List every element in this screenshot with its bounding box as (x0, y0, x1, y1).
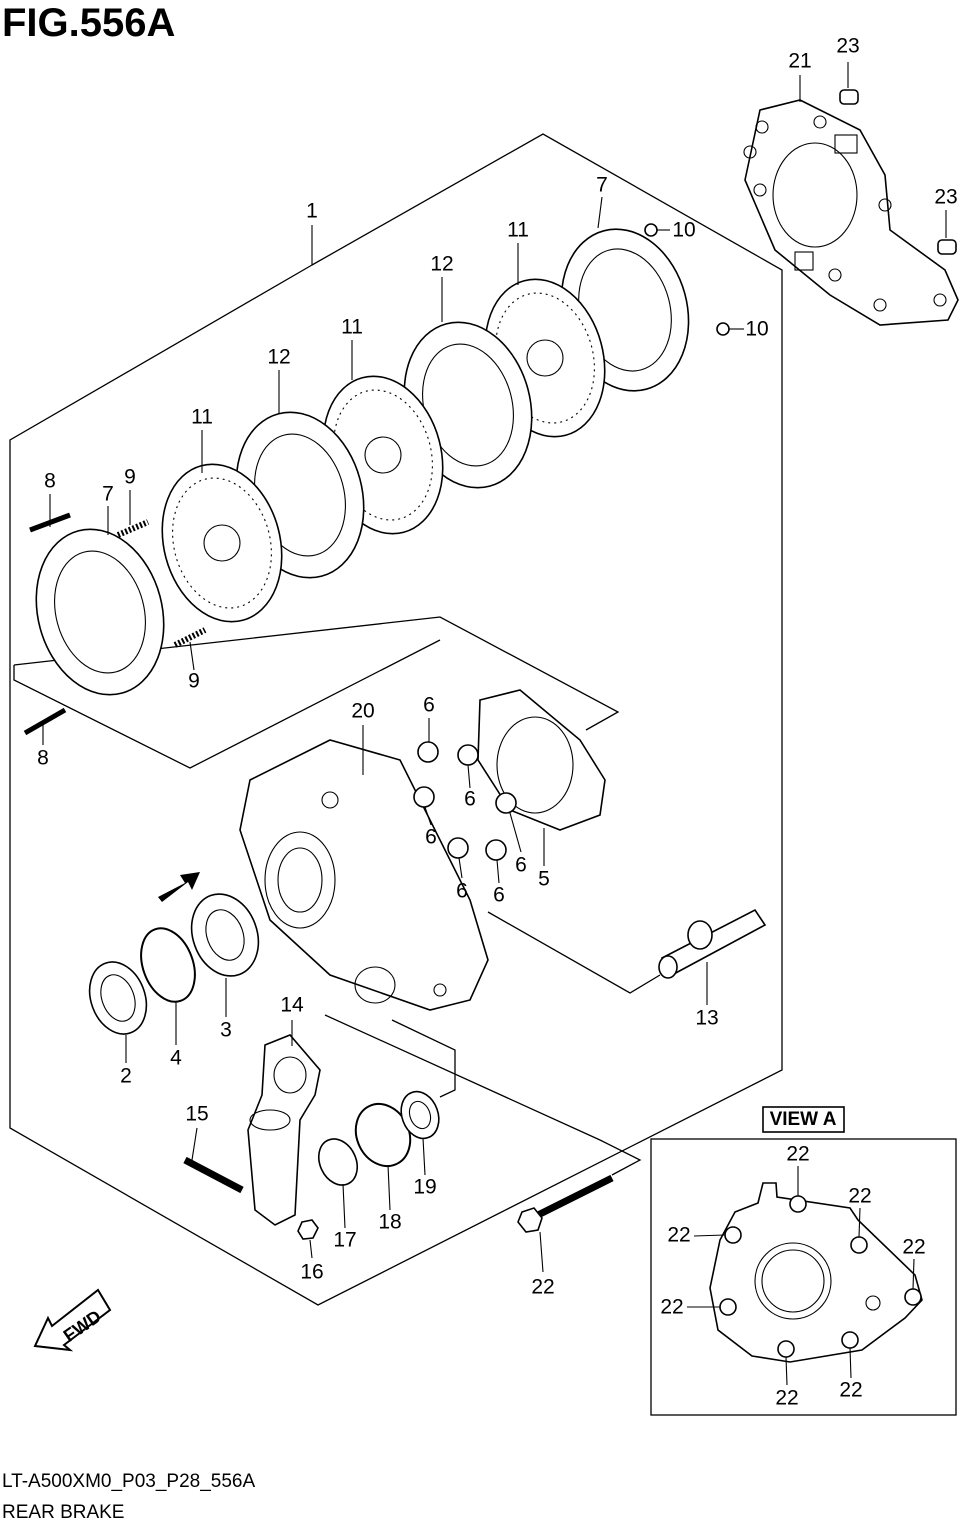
washer-10a (644, 223, 658, 237)
lower-outline-a (324, 1014, 642, 1176)
assembly-direction-arrow (158, 872, 200, 902)
callout-10-top: 10 (672, 219, 695, 242)
friction-disc-11-left (161, 463, 283, 623)
cover-bolt-3 (724, 1226, 742, 1244)
callout-11-middle: 11 (341, 316, 363, 339)
cam-plate-17 (317, 1138, 359, 1186)
view-a-frame (650, 1138, 957, 1416)
view-callout-22-g: 22 (839, 1379, 862, 1402)
cover-bore (754, 1242, 832, 1320)
callout-6a: 6 (423, 694, 435, 717)
spring-9-bottom (173, 627, 207, 648)
cover-bolt-2 (850, 1236, 868, 1254)
cover-bolt-4 (904, 1288, 922, 1306)
sub-assembly-outline-lower (13, 639, 441, 769)
piston-6d (495, 792, 517, 814)
callout-16: 16 (300, 1261, 323, 1284)
callout-14: 14 (280, 994, 304, 1017)
callout-8-bottom: 8 (37, 747, 49, 770)
callout-12-right: 12 (430, 253, 453, 276)
callout-10-bottom: 10 (745, 318, 768, 341)
callout-13: 13 (695, 1007, 718, 1030)
callout-6e: 6 (456, 880, 468, 903)
view-a-inset: VIEW A 22 22 22 22 22 22 22 (650, 1106, 957, 1416)
callout-1: 1 (306, 200, 318, 223)
brake-plate-7-left (35, 528, 165, 696)
piston-6f (485, 839, 507, 861)
piston-6e (447, 837, 469, 859)
view-a-tag (762, 1106, 845, 1133)
bolt-15 (183, 1156, 244, 1194)
view-a-label: VIEW A (770, 1109, 837, 1130)
callout-21: 21 (788, 50, 811, 73)
figure-name: REAR BRAKE (2, 1502, 124, 1523)
view-callout-22-f: 22 (775, 1387, 798, 1410)
shaft-outline (487, 911, 661, 994)
brake-lever-14 (247, 1034, 321, 1226)
spring-9-top (116, 519, 150, 538)
callout-20: 20 (351, 700, 374, 723)
circlip-4 (140, 927, 196, 1003)
nut-16 (297, 1219, 319, 1240)
callout-17: 17 (333, 1229, 356, 1252)
cover-bolt-6 (777, 1340, 795, 1358)
washer-10b (716, 322, 730, 336)
pin-8-bottom (23, 707, 67, 736)
callout-7-top: 7 (596, 174, 608, 197)
callout-19: 19 (413, 1176, 436, 1199)
figure-title: FIG.556A (2, 1, 175, 45)
callout-6d: 6 (515, 854, 527, 877)
leader-lines (42, 62, 947, 1273)
cover-bolt-1 (789, 1195, 807, 1213)
bolt-22 (526, 1174, 614, 1224)
view-callout-22-b: 22 (848, 1185, 871, 1208)
lower-outline-b (391, 1019, 456, 1098)
cover-bolt-7 (841, 1331, 859, 1349)
brake-shaft-13 (658, 908, 767, 979)
callout-15: 15 (185, 1103, 208, 1126)
callout-11-top: 11 (507, 219, 529, 242)
callout-5: 5 (538, 868, 550, 891)
callout-12-left: 12 (267, 346, 290, 369)
caliper-housing-20 (239, 739, 489, 1011)
cover-bore-inner (761, 1249, 825, 1313)
callout-9-top: 9 (124, 466, 136, 489)
piston-6b (457, 744, 479, 766)
callout-23-right: 23 (934, 186, 957, 209)
callout-7-left: 7 (102, 483, 114, 506)
callout-23-top: 23 (836, 35, 859, 58)
callout-6b: 6 (464, 788, 476, 811)
piston-6a (417, 741, 439, 763)
view-callout-22-c: 22 (667, 1224, 690, 1247)
view-callout-22-a: 22 (786, 1143, 809, 1166)
cover-hole (865, 1295, 881, 1311)
dowel-pin-23a (839, 89, 859, 105)
callout-9-bottom: 9 (188, 670, 200, 693)
figure-code: LT-A500XM0_P03_P28_556A (2, 1471, 255, 1492)
forward-arrow-icon: FWD (33, 1288, 112, 1352)
view-callout-22-e: 22 (660, 1296, 683, 1319)
oil-seal-19 (400, 1090, 440, 1140)
piston-6c (413, 786, 435, 808)
oil-seal-2 (88, 961, 148, 1035)
callout-18: 18 (378, 1211, 401, 1234)
callout-8-top: 8 (44, 470, 56, 493)
bearing-3 (190, 893, 260, 977)
view-callout-22-d: 22 (902, 1236, 925, 1259)
callout-11-left: 11 (191, 406, 213, 429)
callout-22: 22 (531, 1276, 554, 1299)
cover-outline (709, 1182, 923, 1363)
callout-6f: 6 (493, 884, 505, 907)
dowel-pin-23b (937, 239, 957, 255)
assembly-outline (9, 133, 783, 1306)
cover-bolt-5 (719, 1298, 737, 1316)
callout-3: 3 (220, 1019, 232, 1042)
bolt-22-head (517, 1207, 543, 1233)
callout-2: 2 (120, 1065, 132, 1088)
gasket-21 (743, 99, 959, 326)
sub-assembly-outline (13, 616, 620, 731)
callout-6c: 6 (425, 826, 437, 849)
callout-4: 4 (170, 1047, 182, 1070)
